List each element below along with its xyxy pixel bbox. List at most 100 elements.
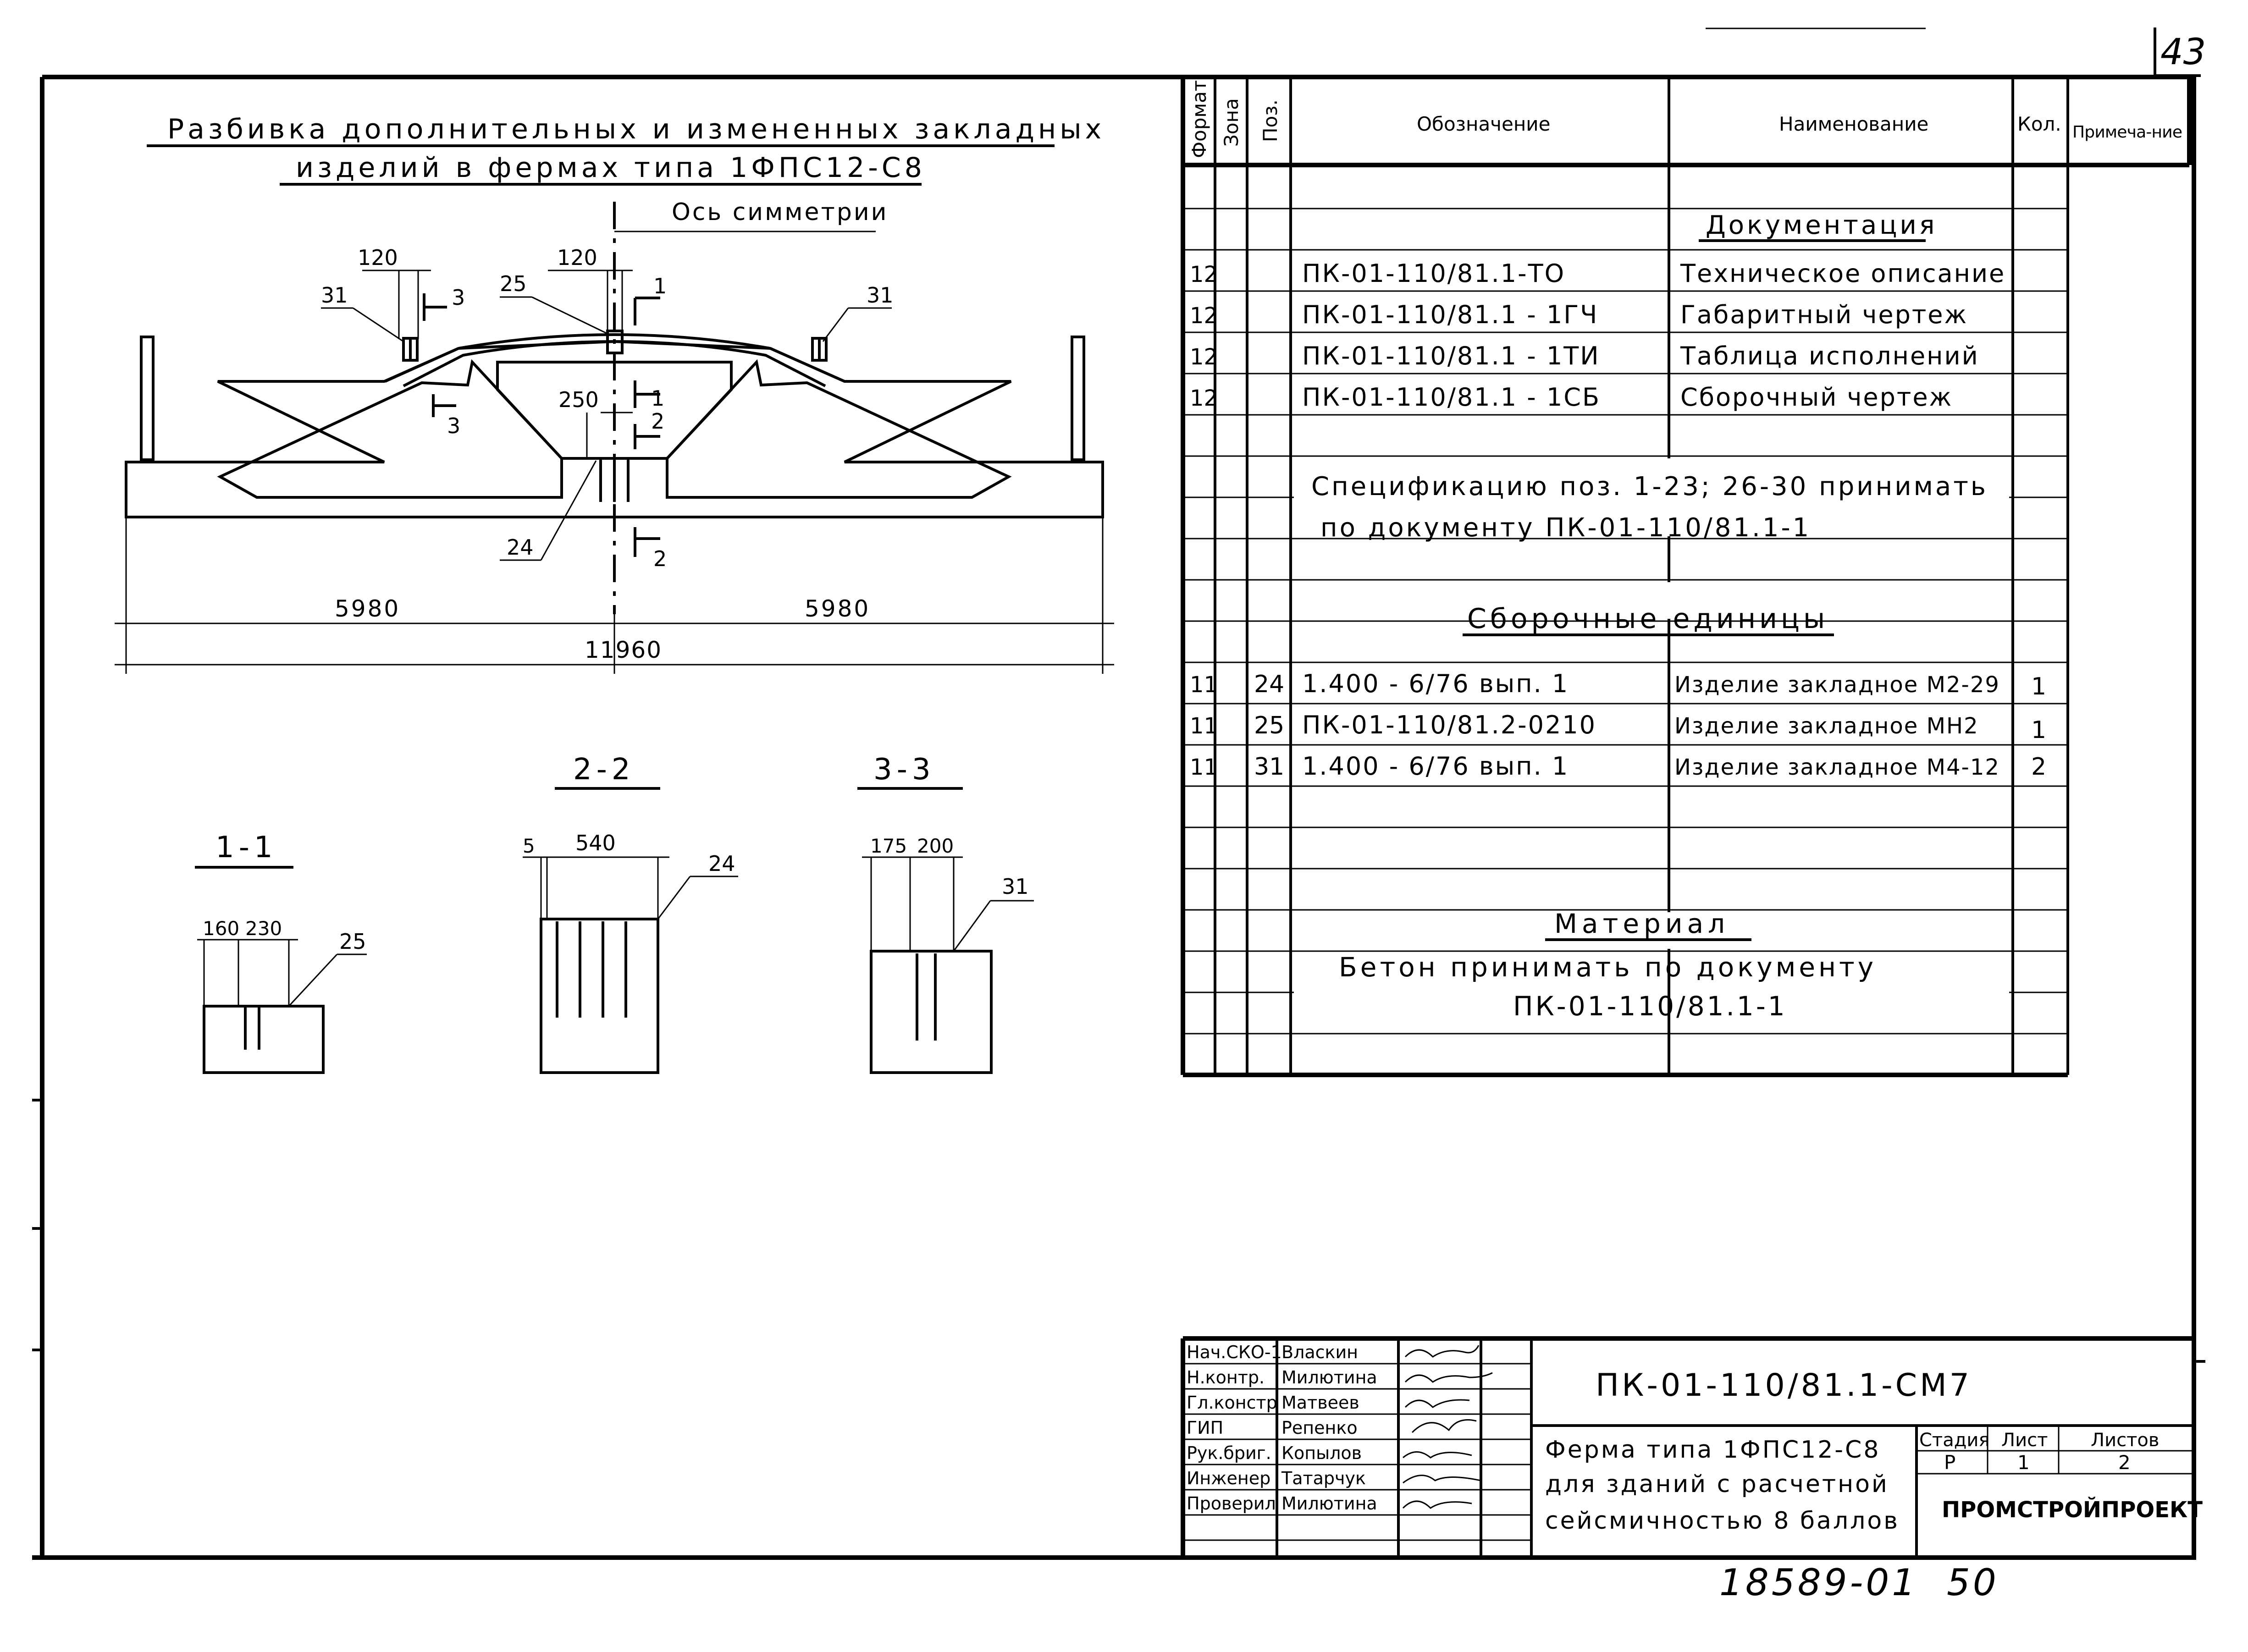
material-line-2: ПК-01-110/81.1-1 — [1513, 991, 1787, 1022]
callout-24: 24 — [507, 535, 534, 560]
doc-row-2-designation: ПК-01-110/81.1 - 1ГЧ — [1302, 300, 1598, 329]
tb-sheet-value: 1 — [2017, 1451, 2030, 1474]
tb-name-6: Татарчук — [1281, 1468, 1366, 1488]
dim-5980-left: 5980 — [335, 595, 400, 622]
dim-11960: 11960 — [585, 637, 662, 663]
asm-row-3-qty: 2 — [2031, 753, 2046, 781]
asm-row-2-designation: ПК-01-110/81.2-0210 — [1302, 710, 1596, 739]
tb-stage-label: Стадия — [1919, 1430, 1989, 1451]
doc-row-3-designation: ПК-01-110/81.1 - 1ТИ — [1302, 341, 1600, 370]
tb-name-7: Милютина — [1281, 1493, 1377, 1514]
tb-desc-line-2: для зданий с расчетной — [1545, 1470, 1889, 1498]
callout-31-right: 31 — [867, 283, 894, 308]
asm-row-1-qty: 1 — [2031, 673, 2046, 700]
tb-role-6: Инженер — [1187, 1468, 1270, 1488]
asm-row-2-qty: 1 — [2031, 716, 2046, 744]
section-marker-2: 2 2 — [634, 409, 667, 571]
tb-desc-line-3: сейсмичностью 8 баллов — [1545, 1507, 1900, 1535]
s33-dim-175: 175 — [870, 835, 907, 857]
tb-name-5: Копылов — [1281, 1443, 1362, 1463]
hdr-format: Формат — [1188, 80, 1210, 158]
section-1-top: 1 — [653, 274, 667, 298]
margin-ticks — [32, 1099, 2205, 1363]
asm-row-3-designation: 1.400 - 6/76 вып. 1 — [1302, 752, 1569, 781]
s33-item-31: 31 — [1002, 874, 1029, 899]
tb-role-1: Нач.СКО-1 — [1187, 1342, 1282, 1362]
sheet-number: 43 — [2160, 32, 2206, 73]
tb-stage-value: Р — [1944, 1451, 1955, 1474]
right-post — [1071, 336, 1085, 461]
frame — [32, 75, 2196, 1560]
asm-row-1-pos: 24 — [1254, 671, 1284, 698]
tb-name-1: Власкин — [1281, 1342, 1358, 1362]
doc-row-4-designation: ПК-01-110/81.1 - 1СБ — [1302, 383, 1601, 412]
tb-role-4: ГИП — [1187, 1418, 1223, 1438]
tb-name-2: Милютина — [1281, 1367, 1377, 1388]
hdr-note: Примеча-ние — [2072, 123, 2182, 142]
doc-row-1-format: 12 — [1190, 262, 1218, 287]
tb-organization: ПРОМСТРОЙПРОЕКТ — [1942, 1497, 2203, 1523]
doc-row-2-format: 12 — [1190, 303, 1218, 329]
section-marker-1: 1 1 — [634, 274, 667, 411]
asm-row-3-name: Изделие закладное М4-12 — [1674, 754, 2000, 780]
bottom-archive-number: 18589-01 50 — [1719, 1561, 1999, 1604]
hdr-name: Наименование — [1779, 113, 1928, 135]
asm-row-2-name: Изделие закладное МН2 — [1674, 713, 1979, 739]
hdr-designation: Обозначение — [1417, 113, 1550, 135]
section-2-2-title: 2-2 — [573, 753, 635, 787]
s33-dim-200: 200 — [917, 835, 954, 857]
truss-elevation: Ось симметрии 120 — [115, 198, 1114, 674]
axis-label: Ось симметрии — [672, 198, 888, 226]
embed-25 — [606, 330, 624, 354]
doc-row-2-name: Габаритный чертеж — [1680, 300, 1968, 329]
asm-row-2-format: 11 — [1190, 713, 1218, 739]
tb-name-4: Репенко — [1281, 1418, 1358, 1438]
tb-sheets-value: 2 — [2118, 1451, 2131, 1474]
tb-desc-line-1: Ферма типа 1ФПС12-С8 — [1545, 1436, 1880, 1464]
section-1-1-title: 1-1 — [215, 831, 277, 865]
asm-row-3-format: 11 — [1190, 754, 1218, 780]
asm-row-3-pos: 31 — [1254, 753, 1284, 781]
section-3-top: 3 — [452, 285, 465, 310]
tb-doc-code: ПК-01-110/81.1-СМ7 — [1596, 1367, 1972, 1404]
assembly-section-title: Сборочные единицы — [1467, 603, 1828, 635]
hdr-pos: Поз. — [1259, 99, 1281, 142]
section-2-bottom: 2 — [653, 546, 667, 571]
material-line-1: Бетон принимать по документу — [1339, 952, 1877, 983]
drawing-title: Разбивка дополнительных и измененных зак… — [147, 113, 1105, 186]
section-1-1: 1-1 160 230 25 — [195, 831, 367, 1074]
tb-sheets-label: Листов — [2091, 1430, 2159, 1451]
doc-row-1-name: Техническое описание — [1680, 259, 2005, 288]
signature-scribbles — [1402, 1345, 1493, 1509]
title-line-2: изделий в фермах типа 1ФПС12-С8 — [296, 152, 926, 184]
doc-row-3-format: 12 — [1190, 344, 1218, 370]
section-3-3: 3-3 175 200 31 — [857, 753, 1034, 1074]
left-post — [140, 336, 155, 461]
sheet-number-box: 43 — [2154, 28, 2206, 77]
spec-note-line-2: по документу ПК-01-110/81.1-1 — [1320, 513, 1811, 543]
tb-role-5: Рук.бриг. — [1187, 1443, 1271, 1463]
s11-item-25: 25 — [339, 929, 366, 954]
s22-dim-5: 5 — [523, 835, 535, 857]
title-block: Нач.СКО-1 Власкин Н.контр. Милютина Гл.к… — [1181, 1336, 2203, 1558]
doc-section-title: Документация — [1706, 210, 1937, 240]
tb-sheet-label: Лист — [2001, 1430, 2048, 1451]
dim-120-center: 120 — [557, 245, 597, 270]
callout-25: 25 — [500, 271, 527, 296]
section-1-mid: 1 — [651, 386, 664, 411]
doc-row-1-designation: ПК-01-110/81.1-ТО — [1302, 259, 1565, 288]
asm-row-1-designation: 1.400 - 6/76 вып. 1 — [1302, 669, 1569, 698]
tb-role-2: Н.контр. — [1187, 1367, 1265, 1388]
section-2-2: 2-2 5 540 24 — [523, 753, 738, 1074]
asm-row-1-format: 11 — [1190, 672, 1218, 698]
doc-row-3-name: Таблица исполнений — [1680, 341, 1979, 370]
spec-note-line-1: Спецификацию поз. 1-23; 26-30 принимать — [1311, 472, 1988, 501]
specification-table: Формат Зона Поз. Обозначение Наименовани… — [1181, 77, 2192, 1077]
doc-row-4-name: Сборочный чертеж — [1680, 383, 1953, 412]
title-line-1: Разбивка дополнительных и измененных зак… — [167, 113, 1105, 145]
dim-250: 250 — [558, 387, 599, 412]
s11-dim-160: 160 — [203, 917, 239, 940]
asm-row-1-name: Изделие закладное М2-29 — [1674, 672, 2000, 698]
s22-item-24: 24 — [708, 851, 735, 876]
tb-role-7: Проверил — [1187, 1493, 1276, 1514]
